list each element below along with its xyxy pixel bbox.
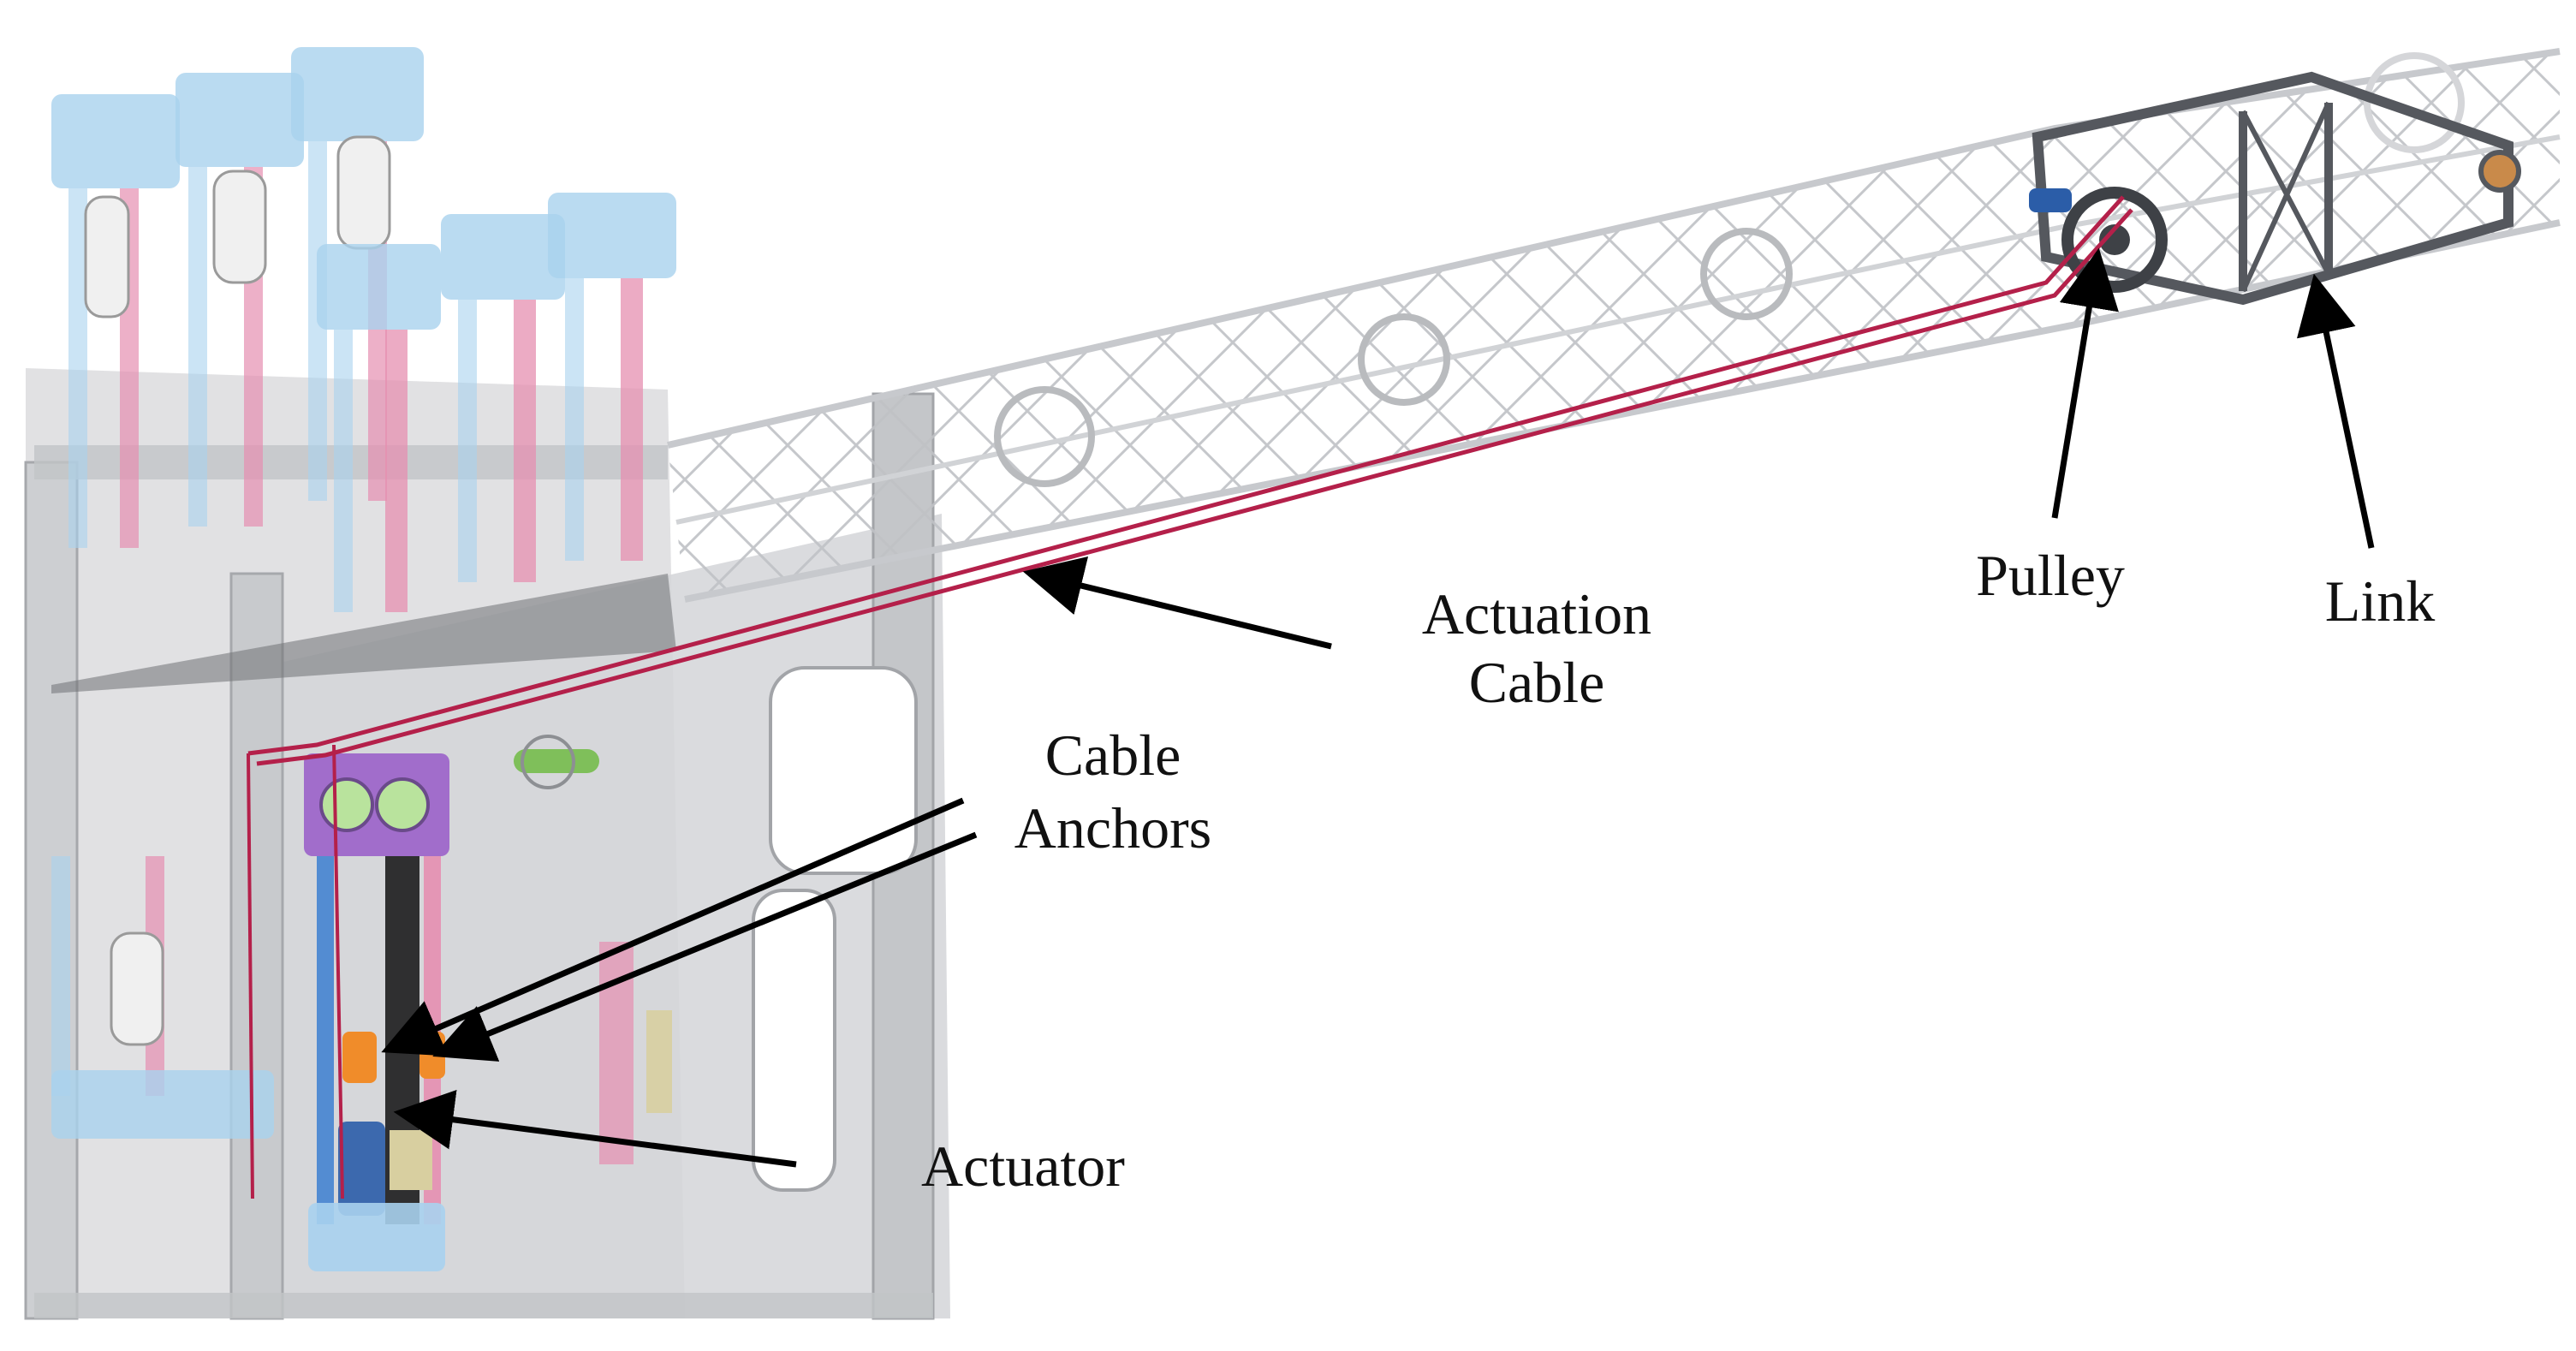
front-post — [229, 572, 284, 1320]
label-actuation-cable-line1: Actuation — [1422, 581, 1651, 646]
actuator-module-lower-left — [51, 856, 274, 1139]
label-link: Link — [2325, 568, 2435, 634]
label-actuation-cable-line2: Cable — [1469, 650, 1605, 715]
frame-cutout — [752, 889, 836, 1192]
actuator-base — [308, 1203, 445, 1271]
label-pulley: Pulley — [1976, 543, 2125, 608]
label-cable-anchors-line2: Anchors — [1014, 795, 1211, 860]
cable-anchors-arrow-right — [432, 831, 978, 1062]
actuator-module-5 — [441, 214, 565, 582]
actuator-modules — [51, 47, 676, 1164]
joint-pulley-3 — [1700, 228, 1793, 320]
joint-pulley-1 — [994, 386, 1095, 487]
actuator-module-6 — [548, 193, 676, 561]
joint-pulley-2 — [1358, 313, 1450, 406]
link-arrow — [2296, 273, 2375, 549]
actuator-module-4 — [317, 244, 441, 612]
callout-labels: Actuation Cable Cable Anchors Actuator P… — [921, 543, 2435, 1199]
actuation-cable-arrow — [1022, 556, 1332, 650]
actuator-module-2 — [176, 73, 304, 527]
callout-arrows — [381, 247, 2375, 1168]
actuator-module-1 — [51, 94, 180, 548]
actuator-module-3 — [291, 47, 424, 501]
pulley-arrow — [2051, 247, 2119, 519]
truss-arm — [667, 48, 2561, 603]
mounting-plate — [51, 574, 676, 693]
actuator-arrow — [393, 1089, 797, 1168]
green-shaft — [514, 749, 599, 773]
label-cable-anchors-line1: Cable — [1045, 723, 1181, 788]
label-actuator: Actuator — [921, 1134, 1125, 1199]
end-link — [2029, 71, 2521, 306]
